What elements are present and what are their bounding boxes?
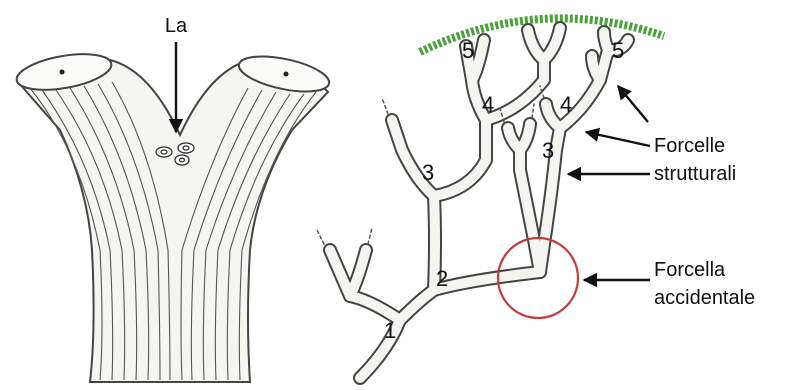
structural-forks-label-line1: Forcelle [654,135,725,157]
right-pith [284,72,289,77]
structural-fork-arrow-top [618,86,648,122]
order-label-4-right: 4 [560,92,572,117]
order-label-3-right: 3 [542,138,554,163]
order-label-5-right: 5 [612,38,624,63]
branch-network [316,28,628,378]
structural-fork-arrow-middle [586,132,650,146]
order-label-3-left: 3 [422,160,434,185]
left-pith [60,70,65,75]
accidental-fork-label-line2: accidentale [654,287,755,309]
la-label: La [165,15,188,37]
structural-forks-label-line2: strutturali [654,163,736,185]
accidental-fork-label-line1: Forcella [654,259,726,281]
trunk-fork-illustration: La [14,15,332,382]
order-label-2: 2 [436,266,448,291]
tree-branching-illustration: 1 2 3 3 4 4 5 5 Forcelle strutturali For… [316,18,755,378]
order-label-1: 1 [384,318,396,343]
order-label-5-left: 5 [462,38,474,63]
order-label-4-left: 4 [482,92,494,117]
